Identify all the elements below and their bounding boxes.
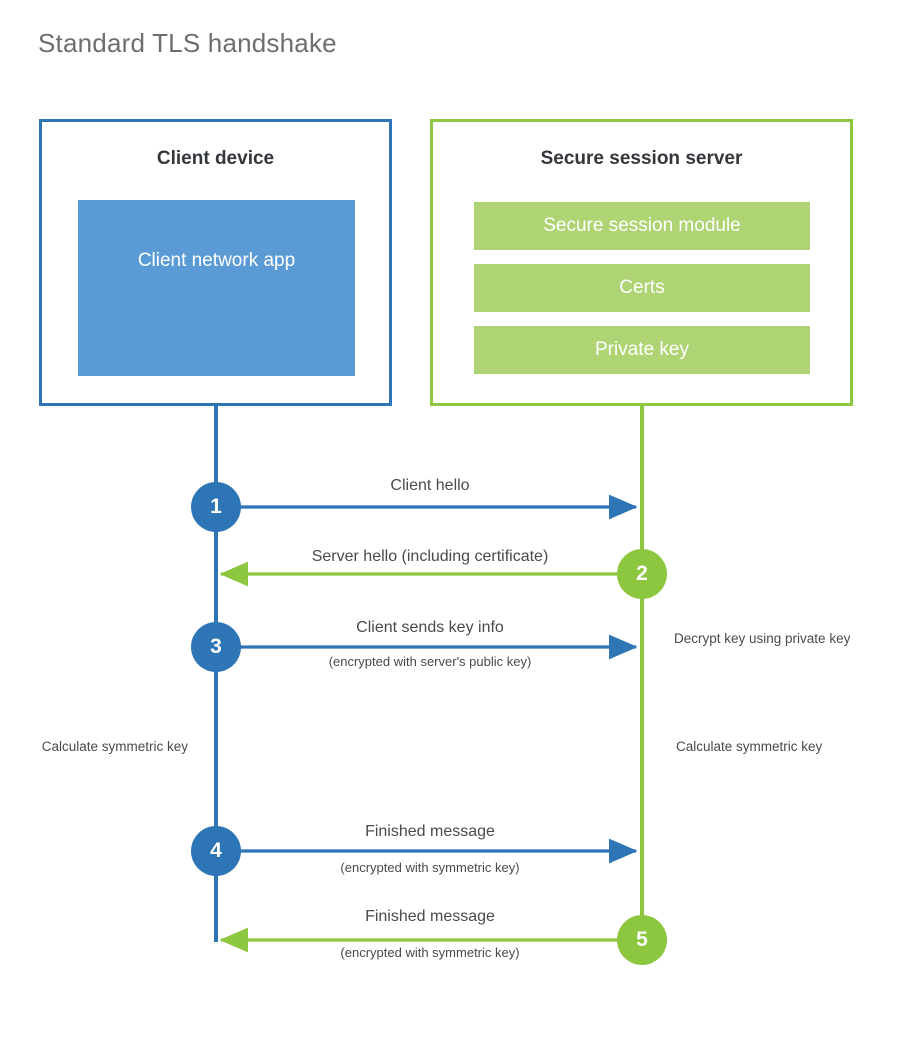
server-component-secure-session-module: Secure session module xyxy=(474,202,810,250)
annotation-server-calculate-symmetric-key: Calculate symmetric key xyxy=(676,739,823,754)
server-component-private-key: Private key xyxy=(474,326,810,374)
message-sublabel-step-3: (encrypted with server's public key) xyxy=(328,654,532,669)
annotation-decrypt-key: Decrypt key using private key xyxy=(674,631,851,646)
page-title: Standard TLS handshake xyxy=(38,28,337,58)
secure-session-server-title: Secure session server xyxy=(540,148,743,169)
message-sublabel-step-5: (encrypted with symmetric key) xyxy=(340,945,520,960)
message-sublabel-step-4: (encrypted with symmetric key) xyxy=(340,860,520,875)
secure-session-server-box: Secure session server Secure session mod… xyxy=(430,119,853,406)
client-device-title: Client device xyxy=(156,148,275,169)
client-network-app-block: Client network app xyxy=(78,200,355,376)
annotation-client-calculate-symmetric-key: Calculate symmetric key xyxy=(41,739,188,754)
step-marker-4[interactable]: 4 xyxy=(191,826,241,876)
client-lifeline xyxy=(214,404,218,942)
step-marker-2[interactable]: 2 xyxy=(617,549,667,599)
step-marker-1[interactable]: 1 xyxy=(191,482,241,532)
message-label-step-1: Client hello xyxy=(390,477,470,494)
server-lifeline xyxy=(640,404,644,941)
message-label-step-5: Finished message xyxy=(365,908,495,925)
message-label-step-3: Client sends key info xyxy=(356,619,504,636)
server-component-certs: Certs xyxy=(474,264,810,312)
client-device-box: Client device Client network app xyxy=(39,119,392,406)
step-marker-3[interactable]: 3 xyxy=(191,622,241,672)
message-label-step-2: Server hello (including certificate) xyxy=(311,548,549,565)
step-marker-5[interactable]: 5 xyxy=(617,915,667,965)
message-label-step-4: Finished message xyxy=(365,823,495,840)
